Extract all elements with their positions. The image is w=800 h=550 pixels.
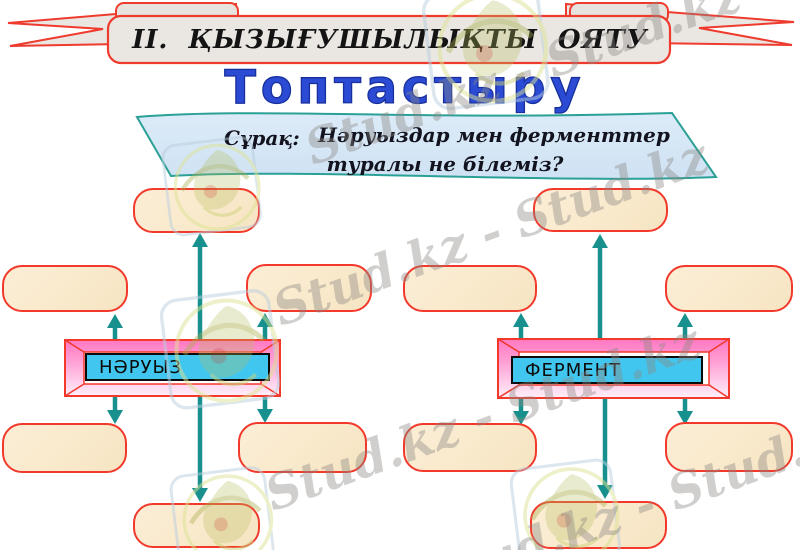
question-text-line1: Нәруыздар мен ферменттер [318, 123, 670, 147]
naruyz-node-bottom [133, 503, 260, 548]
arrow-down-long-right [597, 397, 613, 499]
naruyz-node-upper-right [246, 264, 372, 312]
ferment-node-top [533, 188, 668, 232]
ferment-center-label: ФЕРМЕНТ [511, 356, 703, 384]
naruyz-node-lower-left [2, 423, 127, 473]
arrow-down-short-left-1 [107, 397, 123, 424]
ferment-node-lower-right [665, 422, 793, 472]
banner-title: II. ҚЫЗЫҒУШЫЛЫҚТЫ ОЯТУ [132, 25, 648, 55]
ferment-node-upper-left [403, 265, 537, 312]
arrow-up-short-right-1 [513, 313, 529, 339]
naruyz-node-upper-left [2, 265, 128, 312]
ferment-node-bottom [530, 501, 667, 549]
arrow-up-short-left-2 [257, 313, 273, 340]
question-text-line2: туралы не білеміз? [326, 152, 564, 176]
naruyz-node-top [133, 188, 260, 233]
arrow-down-long-left [192, 397, 208, 502]
ferment-node-lower-left [403, 423, 537, 472]
arrow-down-short-left-2 [257, 397, 273, 423]
main-title: Топтастыру [224, 59, 586, 114]
ferment-node-upper-right [665, 265, 793, 312]
question-flag [135, 111, 718, 180]
arrow-down-short-right-1 [513, 397, 529, 425]
naruyz-center-label: НӘРУЫЗ [85, 353, 270, 381]
arrow-up-short-left-1 [107, 314, 123, 340]
naruyz-node-lower-right [238, 422, 367, 473]
arrow-up-long-left [192, 233, 208, 340]
arrow-up-short-right-2 [677, 313, 693, 339]
question-label: Сұрақ: [224, 126, 300, 150]
arrow-up-long-right [592, 234, 608, 339]
arrow-down-short-right-2 [677, 397, 693, 425]
